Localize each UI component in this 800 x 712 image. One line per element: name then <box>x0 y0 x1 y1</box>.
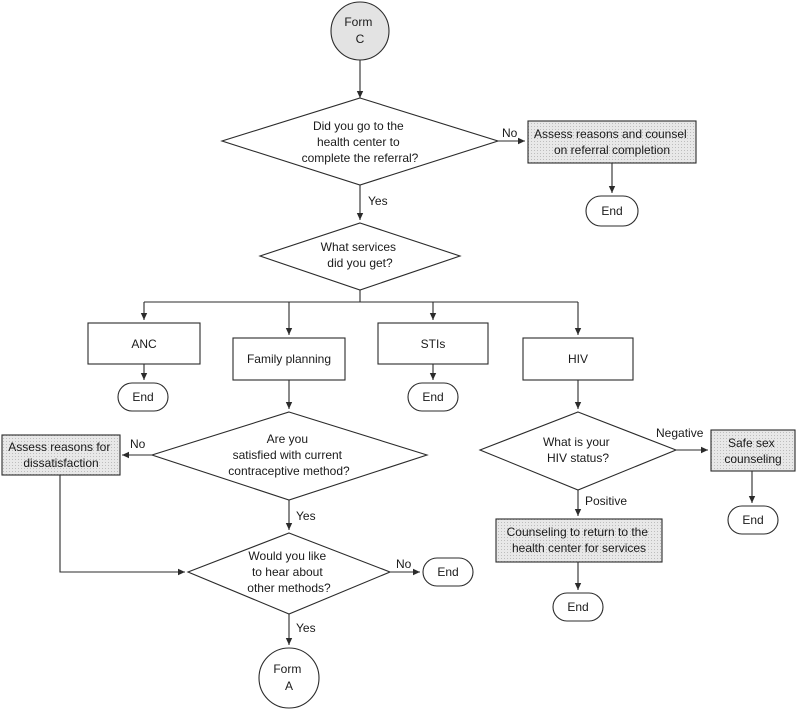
form-a-text: Form A <box>273 662 304 693</box>
node-assess-referral: Assess reasons and counsel on referral c… <box>527 120 697 164</box>
methods-decision-text: Would you like to hear about other metho… <box>247 549 331 595</box>
label-hiv-positive: Positive <box>585 494 627 508</box>
node-hiv-status-decision: What is your HIV status? <box>478 411 678 491</box>
node-hiv: HIV <box>522 337 634 381</box>
hiv-status-decision-text: What is your HIV status? <box>543 435 613 465</box>
end-anc-text: End <box>132 390 153 404</box>
node-stis: STIs <box>377 322 489 365</box>
anc-text: ANC <box>131 337 157 351</box>
counsel-return-text: Counseling to return to the health cente… <box>507 525 652 555</box>
satisfied-decision-text: Are you satisfied with current contracep… <box>228 432 350 478</box>
node-end-stis: End <box>407 382 459 412</box>
family-planning-text: Family planning <box>247 352 331 366</box>
node-satisfied-decision: Are you satisfied with current contracep… <box>150 411 429 501</box>
node-end-safe-sex: End <box>727 505 779 535</box>
end-stis-text: End <box>422 390 443 404</box>
node-safe-sex-counseling: Safe sex counseling <box>710 429 796 472</box>
node-counsel-return: Counseling to return to the health cente… <box>495 518 663 563</box>
form-c-text: Form C <box>344 15 375 46</box>
node-services-decision: What services did you get? <box>258 222 462 291</box>
edges <box>59 60 756 645</box>
node-form-a: Form A <box>258 647 320 709</box>
label-referral-no: No <box>502 126 518 140</box>
label-methods-yes: Yes <box>296 621 316 635</box>
label-hiv-negative: Negative <box>656 426 704 440</box>
node-end-methods: End <box>422 557 474 587</box>
hiv-text: HIV <box>568 352 588 366</box>
end-hiv-text: End <box>567 600 588 614</box>
end-referral-text: End <box>601 204 622 218</box>
services-decision-text: What services did you get? <box>321 240 400 270</box>
label-methods-no: No <box>396 557 412 571</box>
node-referral-decision: Did you go to the health center to compl… <box>220 97 500 186</box>
edge-dissatisfaction-to-methods <box>59 475 185 576</box>
end-methods-text: End <box>437 565 458 579</box>
label-referral-yes: Yes <box>368 194 388 208</box>
referral-decision-text: Did you go to the health center to compl… <box>302 119 419 165</box>
node-assess-dissatisfaction: Assess reasons for dissatisfaction <box>1 434 121 476</box>
node-anc: ANC <box>87 322 201 365</box>
node-family-planning: Family planning <box>232 337 346 381</box>
label-satisfied-yes: Yes <box>296 509 316 523</box>
edge-labels: No Yes No Yes No Yes Negative Positive <box>130 126 704 635</box>
node-form-c: Form C <box>330 1 390 61</box>
stis-text: STIs <box>421 337 446 351</box>
node-end-referral: End <box>585 195 639 227</box>
label-satisfied-no: No <box>130 437 146 451</box>
safe-sex-counseling-text: Safe sex counseling <box>724 436 781 466</box>
assess-dissatisfaction-text: Assess reasons for dissatisfaction <box>8 440 113 470</box>
node-end-hiv: End <box>552 592 604 622</box>
node-end-anc: End <box>117 382 169 412</box>
assess-referral-text: Assess reasons and counsel on referral c… <box>534 127 690 157</box>
end-safe-sex-text: End <box>742 513 763 527</box>
node-methods-decision: Would you like to hear about other metho… <box>186 532 392 615</box>
